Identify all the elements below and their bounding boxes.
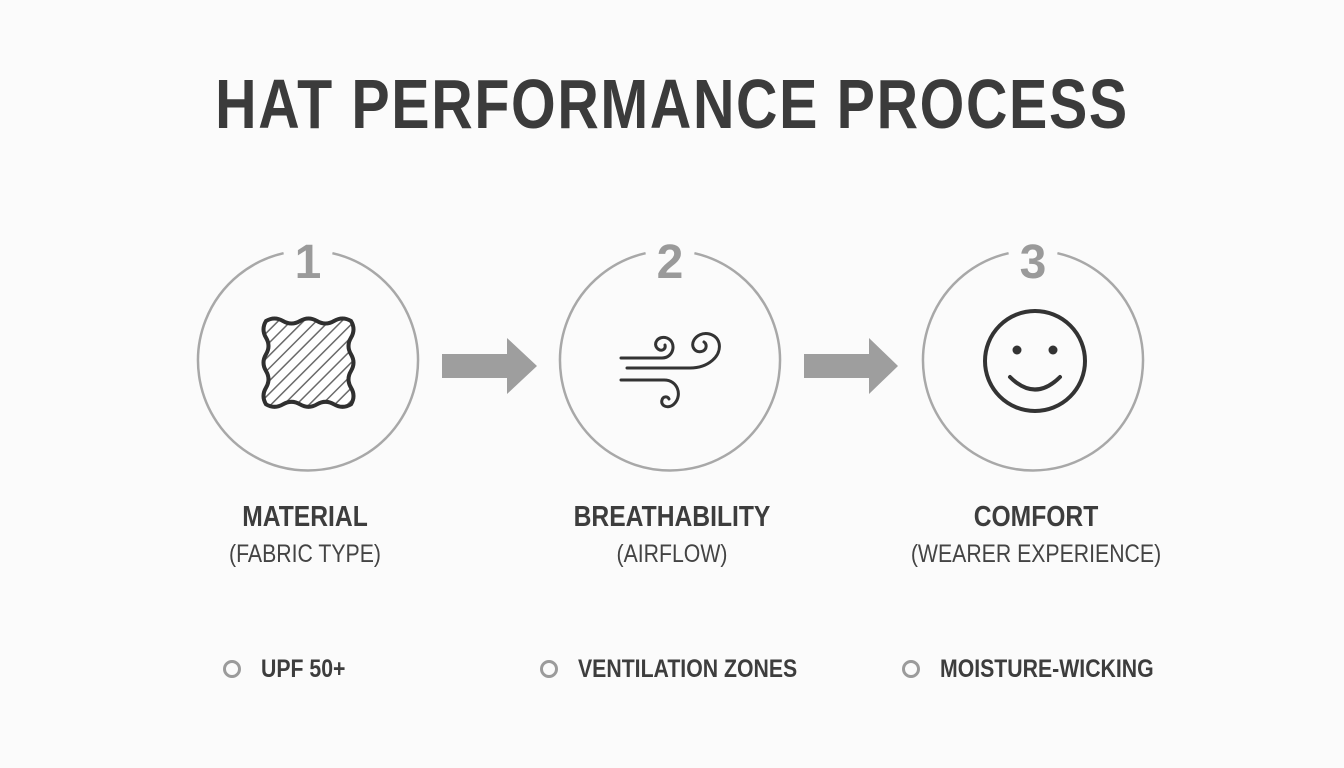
bullet-circle-icon: [540, 660, 558, 678]
step-3-node: 3: [921, 236, 1145, 472]
fabric-swatch-icon: [261, 316, 356, 409]
step-2-circle: [558, 251, 782, 472]
step-3-feature: MOISTURE-WICKING: [902, 654, 1191, 684]
step-3-label: COMFORT: [973, 501, 1099, 533]
step-1-label: MATERIAL: [242, 501, 368, 533]
smiley-face-icon: [983, 309, 1087, 413]
step-3-sublabel: (WEARER EXPERIENCE): [910, 540, 1162, 568]
arrow-right-icon: [442, 338, 537, 394]
step-1-feature: UPF 50+: [223, 654, 360, 684]
step-3-feature-text: MOISTURE-WICKING: [940, 654, 1154, 683]
step-2-number: 2: [657, 236, 684, 289]
step-3-number: 3: [1020, 236, 1047, 289]
wind-icon: [619, 332, 721, 409]
step-2-feature-text: VENTILATION ZONES: [578, 654, 798, 683]
step-2-label: BREATHABILITY: [573, 501, 771, 533]
step-1-sublabel: (FABRIC TYPE): [229, 540, 381, 568]
bullet-circle-icon: [223, 660, 241, 678]
step-3-circle: [921, 251, 1145, 472]
step-1-feature-text: UPF 50+: [261, 654, 346, 683]
step-2-feature: VENTILATION ZONES: [540, 654, 836, 684]
step-1-node: 1: [196, 236, 420, 472]
step-2-node: 2: [558, 236, 782, 472]
step-1-circle: [196, 251, 420, 472]
bullet-circle-icon: [902, 660, 920, 678]
arrow-right-icon: [804, 338, 898, 394]
step-2-sublabel: (AIRFLOW): [616, 540, 728, 568]
step-1-number: 1: [295, 236, 322, 289]
diagram-title: HAT PERFORMANCE PROCESS: [215, 65, 1129, 143]
